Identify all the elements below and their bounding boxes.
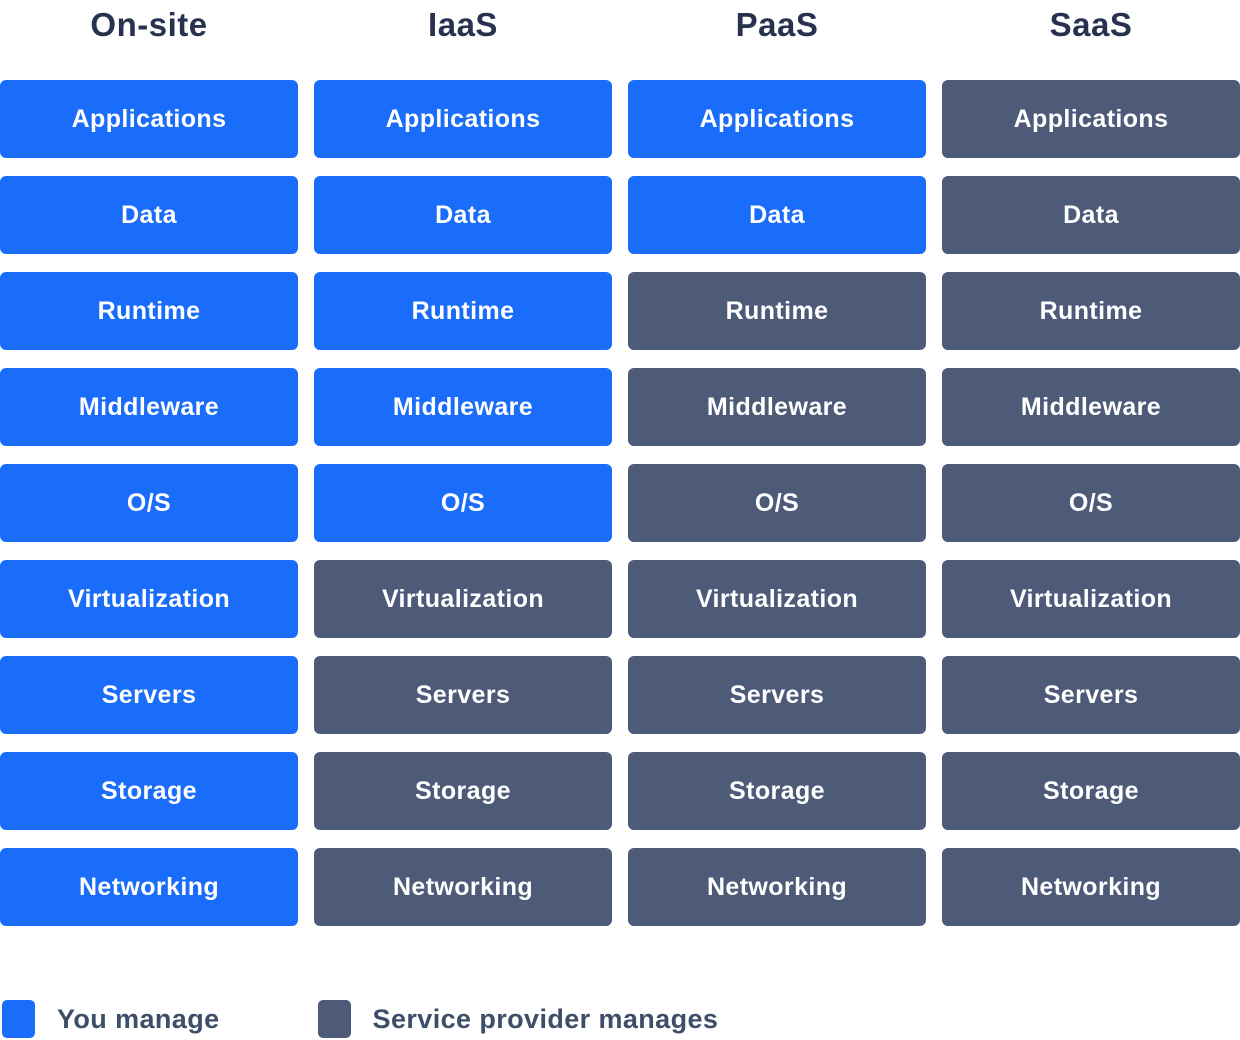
- legend: You manage Service provider manages: [2, 1000, 718, 1038]
- cell-iaas-o-s: O/S: [314, 464, 612, 542]
- column-header-iaas: IaaS: [428, 6, 498, 43]
- cell-on-site-middleware: Middleware: [0, 368, 298, 446]
- cell-paas-networking: Networking: [628, 848, 926, 926]
- cell-saas-networking: Networking: [942, 848, 1240, 926]
- cell-paas-o-s: O/S: [628, 464, 926, 542]
- cell-iaas-applications: Applications: [314, 80, 612, 158]
- cell-saas-middleware: Middleware: [942, 368, 1240, 446]
- cell-iaas-data: Data: [314, 176, 612, 254]
- cell-iaas-virtualization: Virtualization: [314, 560, 612, 638]
- cell-iaas-servers: Servers: [314, 656, 612, 734]
- cell-on-site-applications: Applications: [0, 80, 298, 158]
- column-header-on-site: On-site: [90, 6, 208, 43]
- legend-swatch-you: [2, 1000, 35, 1038]
- cell-saas-storage: Storage: [942, 752, 1240, 830]
- cell-saas-applications: Applications: [942, 80, 1240, 158]
- cell-paas-applications: Applications: [628, 80, 926, 158]
- cell-saas-servers: Servers: [942, 656, 1240, 734]
- column-headers: On-site IaaS PaaS SaaS: [0, 0, 1240, 50]
- cell-iaas-runtime: Runtime: [314, 272, 612, 350]
- cell-on-site-runtime: Runtime: [0, 272, 298, 350]
- cell-paas-middleware: Middleware: [628, 368, 926, 446]
- cell-on-site-networking: Networking: [0, 848, 298, 926]
- cell-paas-servers: Servers: [628, 656, 926, 734]
- cell-on-site-storage: Storage: [0, 752, 298, 830]
- cell-paas-data: Data: [628, 176, 926, 254]
- cell-on-site-data: Data: [0, 176, 298, 254]
- legend-label-you: You manage: [57, 1003, 220, 1034]
- cell-saas-o-s: O/S: [942, 464, 1240, 542]
- cell-iaas-storage: Storage: [314, 752, 612, 830]
- cell-saas-data: Data: [942, 176, 1240, 254]
- cell-paas-virtualization: Virtualization: [628, 560, 926, 638]
- column-header-saas: SaaS: [1049, 6, 1133, 43]
- legend-item-you: You manage: [2, 1000, 220, 1038]
- cell-paas-storage: Storage: [628, 752, 926, 830]
- legend-item-provider: Service provider manages: [317, 1000, 719, 1038]
- legend-label-provider: Service provider manages: [372, 1003, 719, 1034]
- cell-saas-runtime: Runtime: [942, 272, 1240, 350]
- cell-paas-runtime: Runtime: [628, 272, 926, 350]
- cell-on-site-servers: Servers: [0, 656, 298, 734]
- cell-iaas-middleware: Middleware: [314, 368, 612, 446]
- cell-iaas-networking: Networking: [314, 848, 612, 926]
- column-header-paas: PaaS: [735, 6, 819, 43]
- cell-on-site-o-s: O/S: [0, 464, 298, 542]
- cell-on-site-virtualization: Virtualization: [0, 560, 298, 638]
- legend-swatch-provider: [317, 1000, 351, 1038]
- cell-saas-virtualization: Virtualization: [942, 560, 1240, 638]
